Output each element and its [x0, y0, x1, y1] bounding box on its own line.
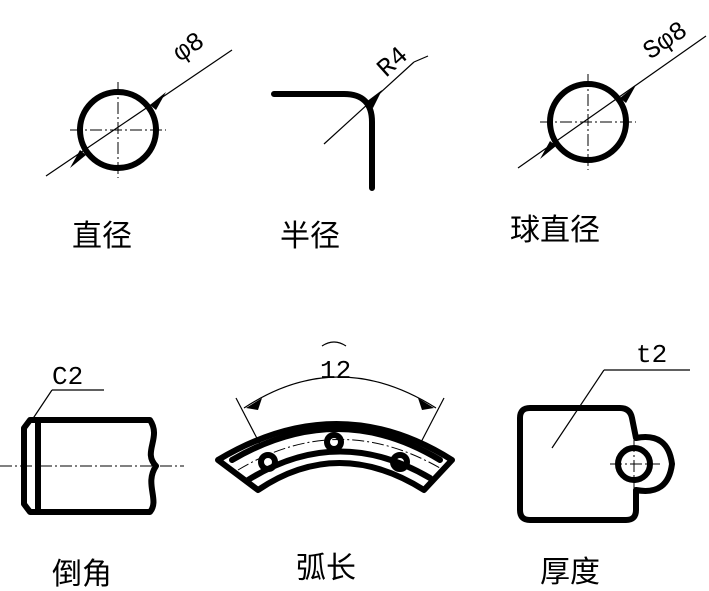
arc-length-figure: 12 [215, 341, 455, 493]
chamfer-dim-text: C2 [52, 362, 83, 392]
caption-diameter: 直径 [72, 219, 132, 254]
caption-radius: 半径 [280, 219, 340, 254]
arc-length-dim-text: 12 [320, 356, 351, 386]
thickness-figure: t2 [517, 340, 690, 523]
sphere-diameter-figure: Sφ8 [517, 16, 707, 170]
diameter-figure: φ8 [45, 26, 233, 178]
thickness-dim-text: t2 [636, 340, 667, 370]
radius-dim-text: R4 [371, 41, 414, 84]
caption-sphere-diameter: 球直径 [510, 213, 600, 248]
caption-arc-length: 弧长 [296, 551, 356, 586]
chamfer-figure: C2 [0, 362, 184, 515]
caption-thickness: 厚度 [540, 555, 600, 590]
diameter-dim-text: φ8 [168, 26, 211, 68]
caption-chamfer: 倒角 [52, 557, 112, 591]
sphere-diameter-dim-text: Sφ8 [638, 16, 694, 67]
radius-figure: R4 [271, 41, 429, 191]
